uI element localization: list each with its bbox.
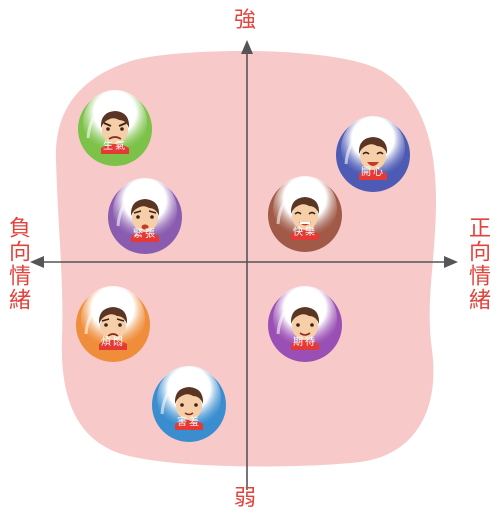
horizontal-axis-arrow-left — [30, 256, 44, 268]
emotion-label-nervous: 緊張 — [133, 229, 157, 240]
emotion-tile-angry: 生氣 — [76, 90, 154, 168]
axis-label-positive-emotion: 正向情緒 — [465, 216, 490, 312]
emotion-tile-nervous: 緊張 — [106, 178, 184, 256]
emotion-tile-happy: 開心 — [334, 116, 412, 194]
emotion-tile-expect: 期待 — [266, 286, 344, 364]
emotion-face-shy — [152, 366, 226, 442]
emotion-label-worried: 煩悶 — [101, 337, 125, 348]
axis-label-weak: 弱 — [234, 486, 257, 511]
vertical-axis-arrow — [241, 40, 253, 54]
axis-label-strong: 強 — [234, 8, 257, 33]
emotion-label-shy: 害羞 — [177, 417, 201, 428]
horizontal-axis-arrow-right — [444, 256, 458, 268]
emotion-tile-shy: 害羞 — [150, 366, 228, 444]
axis-label-negative-emotion: 負向情緒 — [5, 216, 30, 312]
emotion-face-joyful — [268, 176, 342, 252]
emotion-face-nervous — [108, 178, 182, 254]
emotion-label-expect: 期待 — [293, 337, 317, 348]
emotion-tile-worried: 煩悶 — [74, 286, 152, 364]
emotion-tile-joyful: 快樂 — [266, 176, 344, 254]
emotion-label-angry: 生氣 — [103, 141, 127, 152]
emotion-face-angry — [78, 90, 152, 166]
emotion-face-worried — [76, 286, 150, 362]
emotion-label-joyful: 快樂 — [293, 227, 317, 238]
emotion-face-happy — [336, 116, 410, 192]
emotion-label-happy: 開心 — [361, 167, 385, 178]
emotion-face-expect — [268, 286, 342, 362]
